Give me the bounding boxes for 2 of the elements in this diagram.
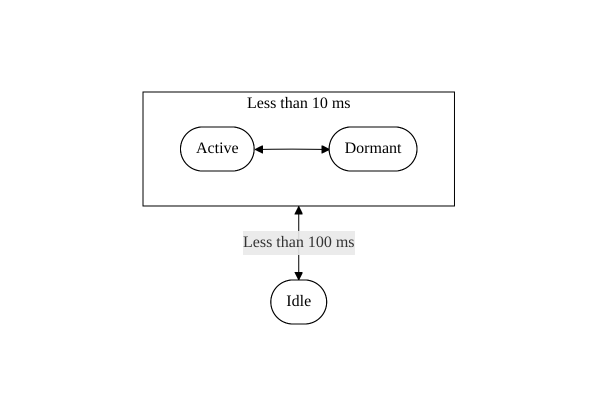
arrow — [254, 144, 330, 154]
edge-label: Less than 100 ms — [242, 233, 354, 250]
